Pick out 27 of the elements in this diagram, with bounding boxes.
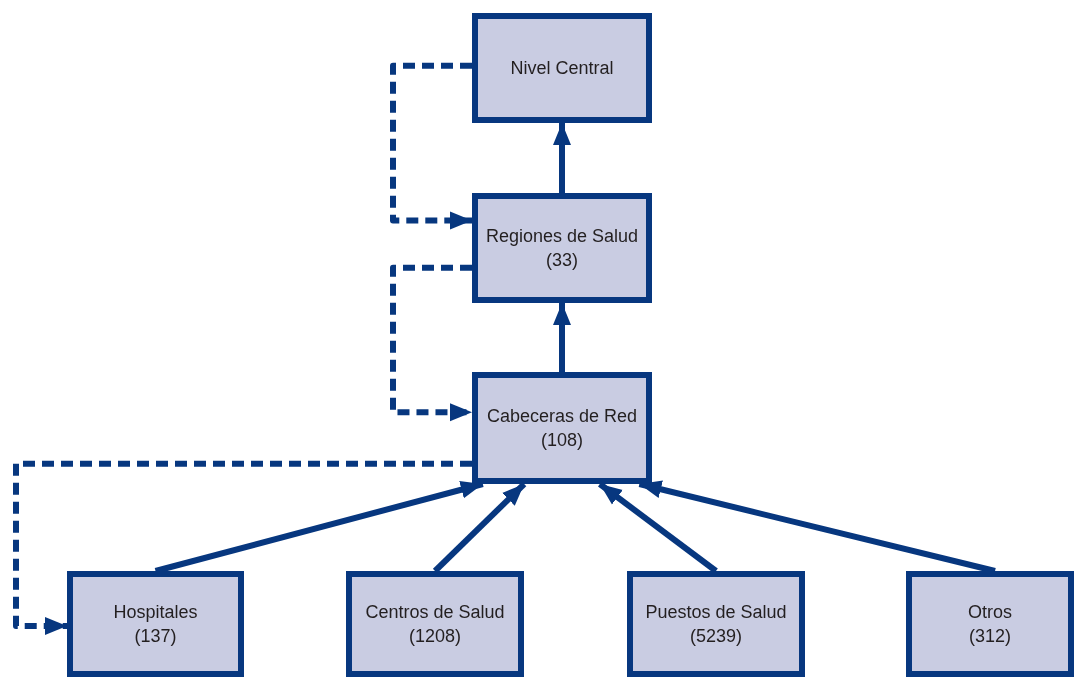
arrow [638,480,996,574]
box-title: Otros [968,601,1012,624]
process-box [67,571,244,677]
process-box [627,571,805,677]
box-count: (312) [969,625,1011,648]
box-title: Nivel Central [510,57,614,80]
box-count: (33) [546,249,578,272]
arrow [390,264,472,422]
box-title: Hospitales [113,601,198,624]
process-box [906,571,1074,677]
process-box [472,372,652,484]
arrow [13,460,472,636]
arrow [553,303,571,372]
arrow [390,62,472,230]
process-box [472,13,652,123]
arrow [553,123,571,193]
box-title: Centros de Salud [365,601,505,624]
box-count: (108) [541,429,583,452]
box-count: (1208) [409,625,461,648]
process-box [472,193,652,303]
box-title: Cabeceras de Red [486,405,638,428]
process-box [346,571,524,677]
box-title: Regiones de Salud [485,225,639,248]
box-count: (5239) [690,625,742,648]
box-count: (137) [134,625,177,648]
box-title: Puestos de Salud [645,601,787,624]
arrow [154,480,484,574]
